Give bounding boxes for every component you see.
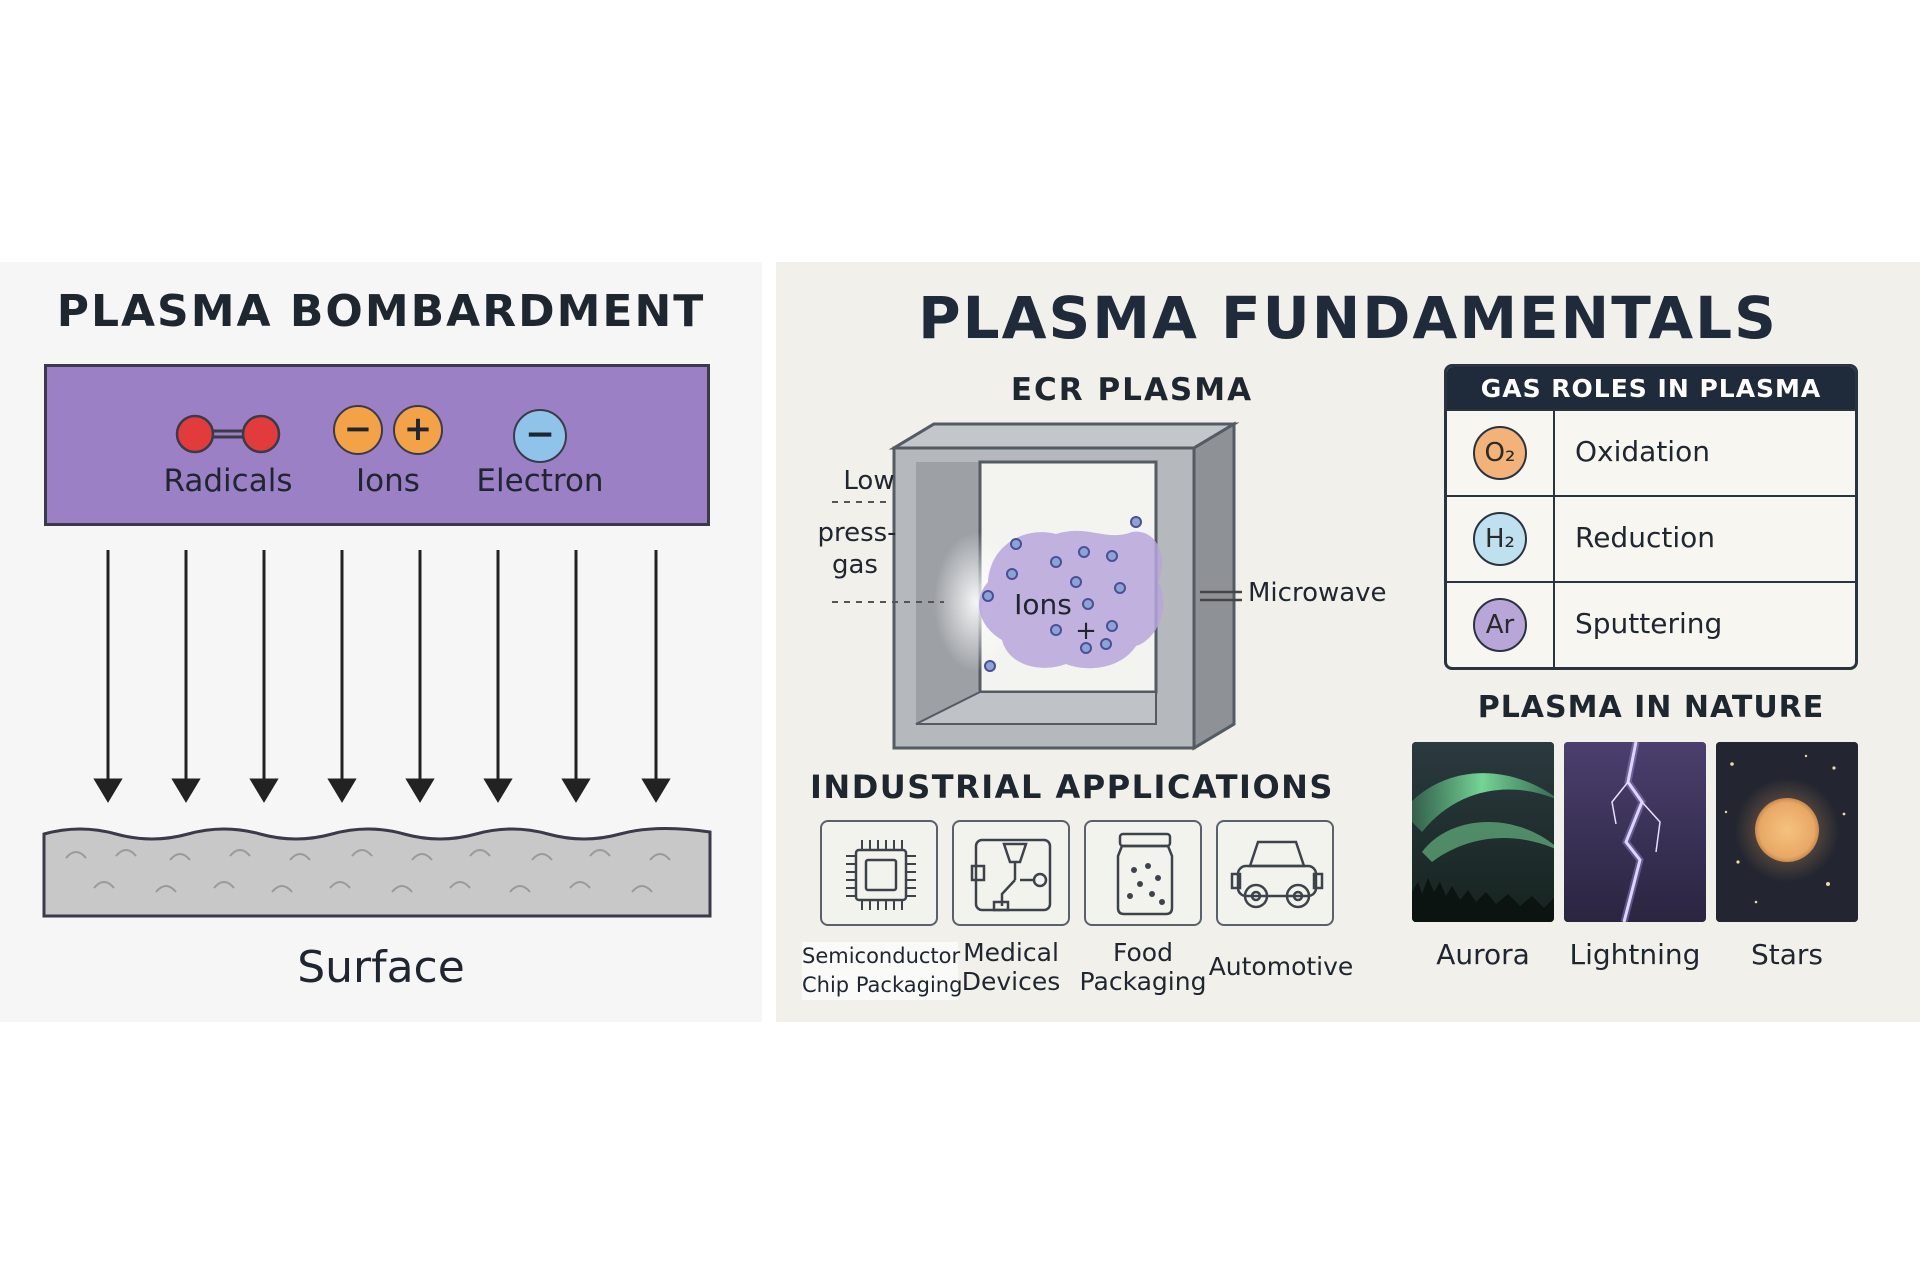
low-pressure-gas-label-line2: press- (817, 518, 897, 548)
stars-label: Stars (1750, 938, 1823, 971)
gas-roles-title: GAS ROLES IN PLASMA (1447, 367, 1855, 409)
industrial-applications-title: INDUSTRIAL APPLICATIONS (810, 768, 1334, 806)
oxidation-role: Oxidation (1575, 435, 1710, 468)
gas-row-hydrogen: H₂ Reduction (1447, 495, 1855, 581)
bombardment-arrows (42, 550, 712, 918)
medical-label-line2: Devices (961, 967, 1061, 996)
gas-row-argon: Ar Sputtering (1447, 581, 1855, 667)
gas-roles-table: GAS ROLES IN PLASMA O₂ Oxidation H₂ Redu… (1444, 364, 1858, 670)
electron-label: Electron (476, 463, 604, 499)
hydrogen-gas-icon: H₂ (1473, 512, 1527, 566)
positive-ion-icon: + (393, 405, 443, 455)
plasma-fundamentals-panel: PLASMA FUNDAMENTALS ECR PLASMA (776, 262, 1920, 1022)
chip-icon (846, 840, 916, 910)
oxygen-gas-icon: O₂ (1473, 426, 1527, 480)
surface-label: Surface (297, 942, 465, 993)
car-icon (1230, 840, 1324, 909)
medical-devices-label: Medical Devices (952, 938, 1070, 996)
gas-row-oxygen: O₂ Oxidation (1447, 409, 1855, 495)
argon-gas-icon: Ar (1473, 598, 1527, 652)
medical-device-icon (970, 838, 1052, 912)
lightning-image (1564, 742, 1706, 922)
electron-icon: − (513, 409, 567, 463)
ions-cloud-label: Ions (1014, 588, 1072, 621)
radical-molecule-icon (175, 414, 281, 454)
stars-image (1716, 742, 1858, 922)
minus-sign: − (343, 409, 373, 449)
aurora-label: Aurora (1436, 938, 1530, 971)
semiconductor-label: Semiconductor Chip Packaging (802, 942, 963, 1000)
lightning-label: Lightning (1569, 938, 1701, 971)
jar-icon (1116, 832, 1174, 916)
microwave-label: Microwave (1248, 578, 1387, 608)
electron-minus-sign: − (524, 414, 556, 455)
food-packaging-app-tile (1084, 820, 1202, 926)
plasma-fundamentals-title: PLASMA FUNDAMENTALS (918, 284, 1778, 352)
ions-label: Ions (356, 463, 420, 499)
plasma-bombardment-title: PLASMA BOMBARDMENT (56, 286, 706, 337)
surface-block (42, 826, 712, 918)
reduction-role: Reduction (1575, 521, 1715, 554)
negative-ion-icon: − (333, 405, 383, 455)
automotive-app-tile (1216, 820, 1334, 926)
food-packaging-label: Food Packaging (1074, 938, 1212, 996)
ecr-chamber-diagram (832, 421, 1242, 751)
semiconductor-label-line2: Chip Packaging (802, 973, 963, 997)
semiconductor-label-line1: Semiconductor (802, 944, 961, 968)
radicals-label: Radicals (163, 463, 293, 499)
plasma-bombardment-panel: PLASMA BOMBARDMENT Radicals − + Ions − E… (0, 262, 762, 1022)
plasma-in-nature-title: PLASMA IN NATURE (1477, 690, 1825, 725)
ecr-plasma-title: ECR PLASMA (1010, 372, 1254, 408)
plasma-region: Radicals − + Ions − Electron (44, 364, 710, 526)
ecr-plus-sign: + (1075, 616, 1097, 646)
sputtering-role: Sputtering (1575, 607, 1723, 640)
automotive-label: Automotive (1206, 952, 1356, 981)
automotive-label-line1: Automotive (1208, 952, 1354, 981)
food-label-line2: Packaging (1079, 967, 1207, 996)
aurora-image (1412, 742, 1554, 922)
medical-label-line1: Medical (963, 938, 1059, 967)
medical-app-tile (952, 820, 1070, 926)
food-label-line1: Food (1113, 938, 1173, 967)
low-pressure-gas-label-line3: gas (832, 550, 878, 580)
low-pressure-gas-label-line1: Low (843, 466, 895, 496)
plus-sign: + (403, 409, 433, 449)
semiconductor-app-tile (820, 820, 938, 926)
